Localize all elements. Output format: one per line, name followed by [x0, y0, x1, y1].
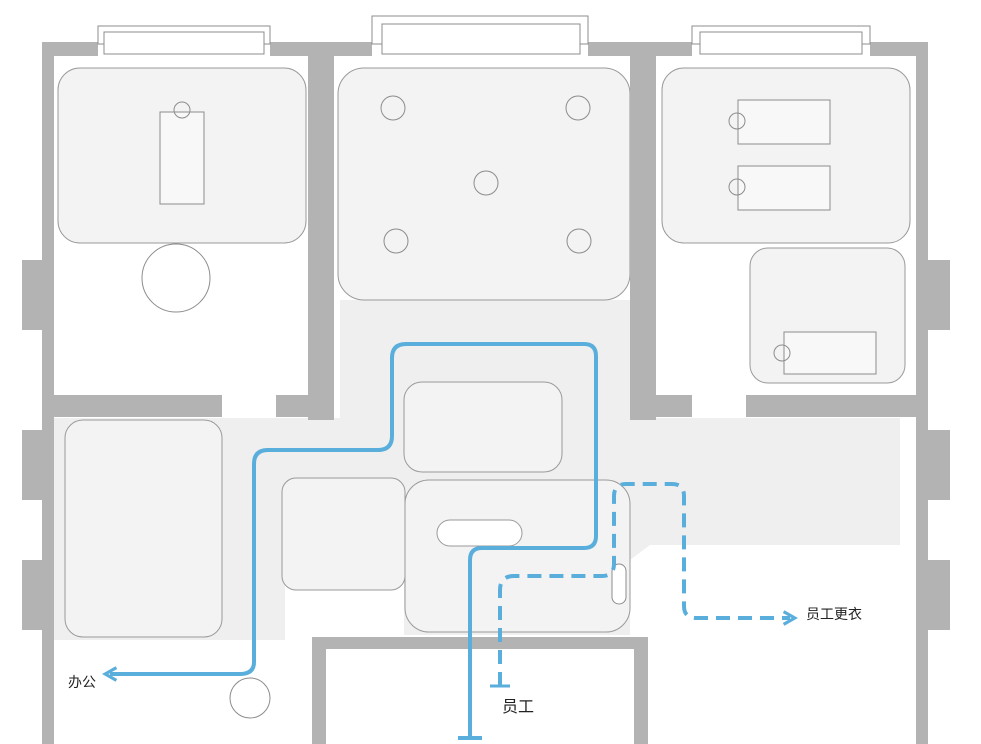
reception-desk — [436, 519, 523, 547]
room-left-middle — [64, 419, 223, 638]
label-staff: 员工 — [502, 697, 535, 716]
treatment-room-right — [661, 67, 911, 244]
staff-route-to-changing — [498, 482, 799, 686]
furniture — [141, 95, 877, 719]
store-room — [281, 477, 406, 591]
windows — [97, 15, 871, 55]
walls — [22, 42, 950, 744]
staff-route-to-office — [101, 342, 598, 740]
label-office: 办公 — [68, 675, 96, 691]
reception-counter — [403, 381, 563, 473]
label-staff-changing: 员工更衣 — [806, 607, 862, 623]
